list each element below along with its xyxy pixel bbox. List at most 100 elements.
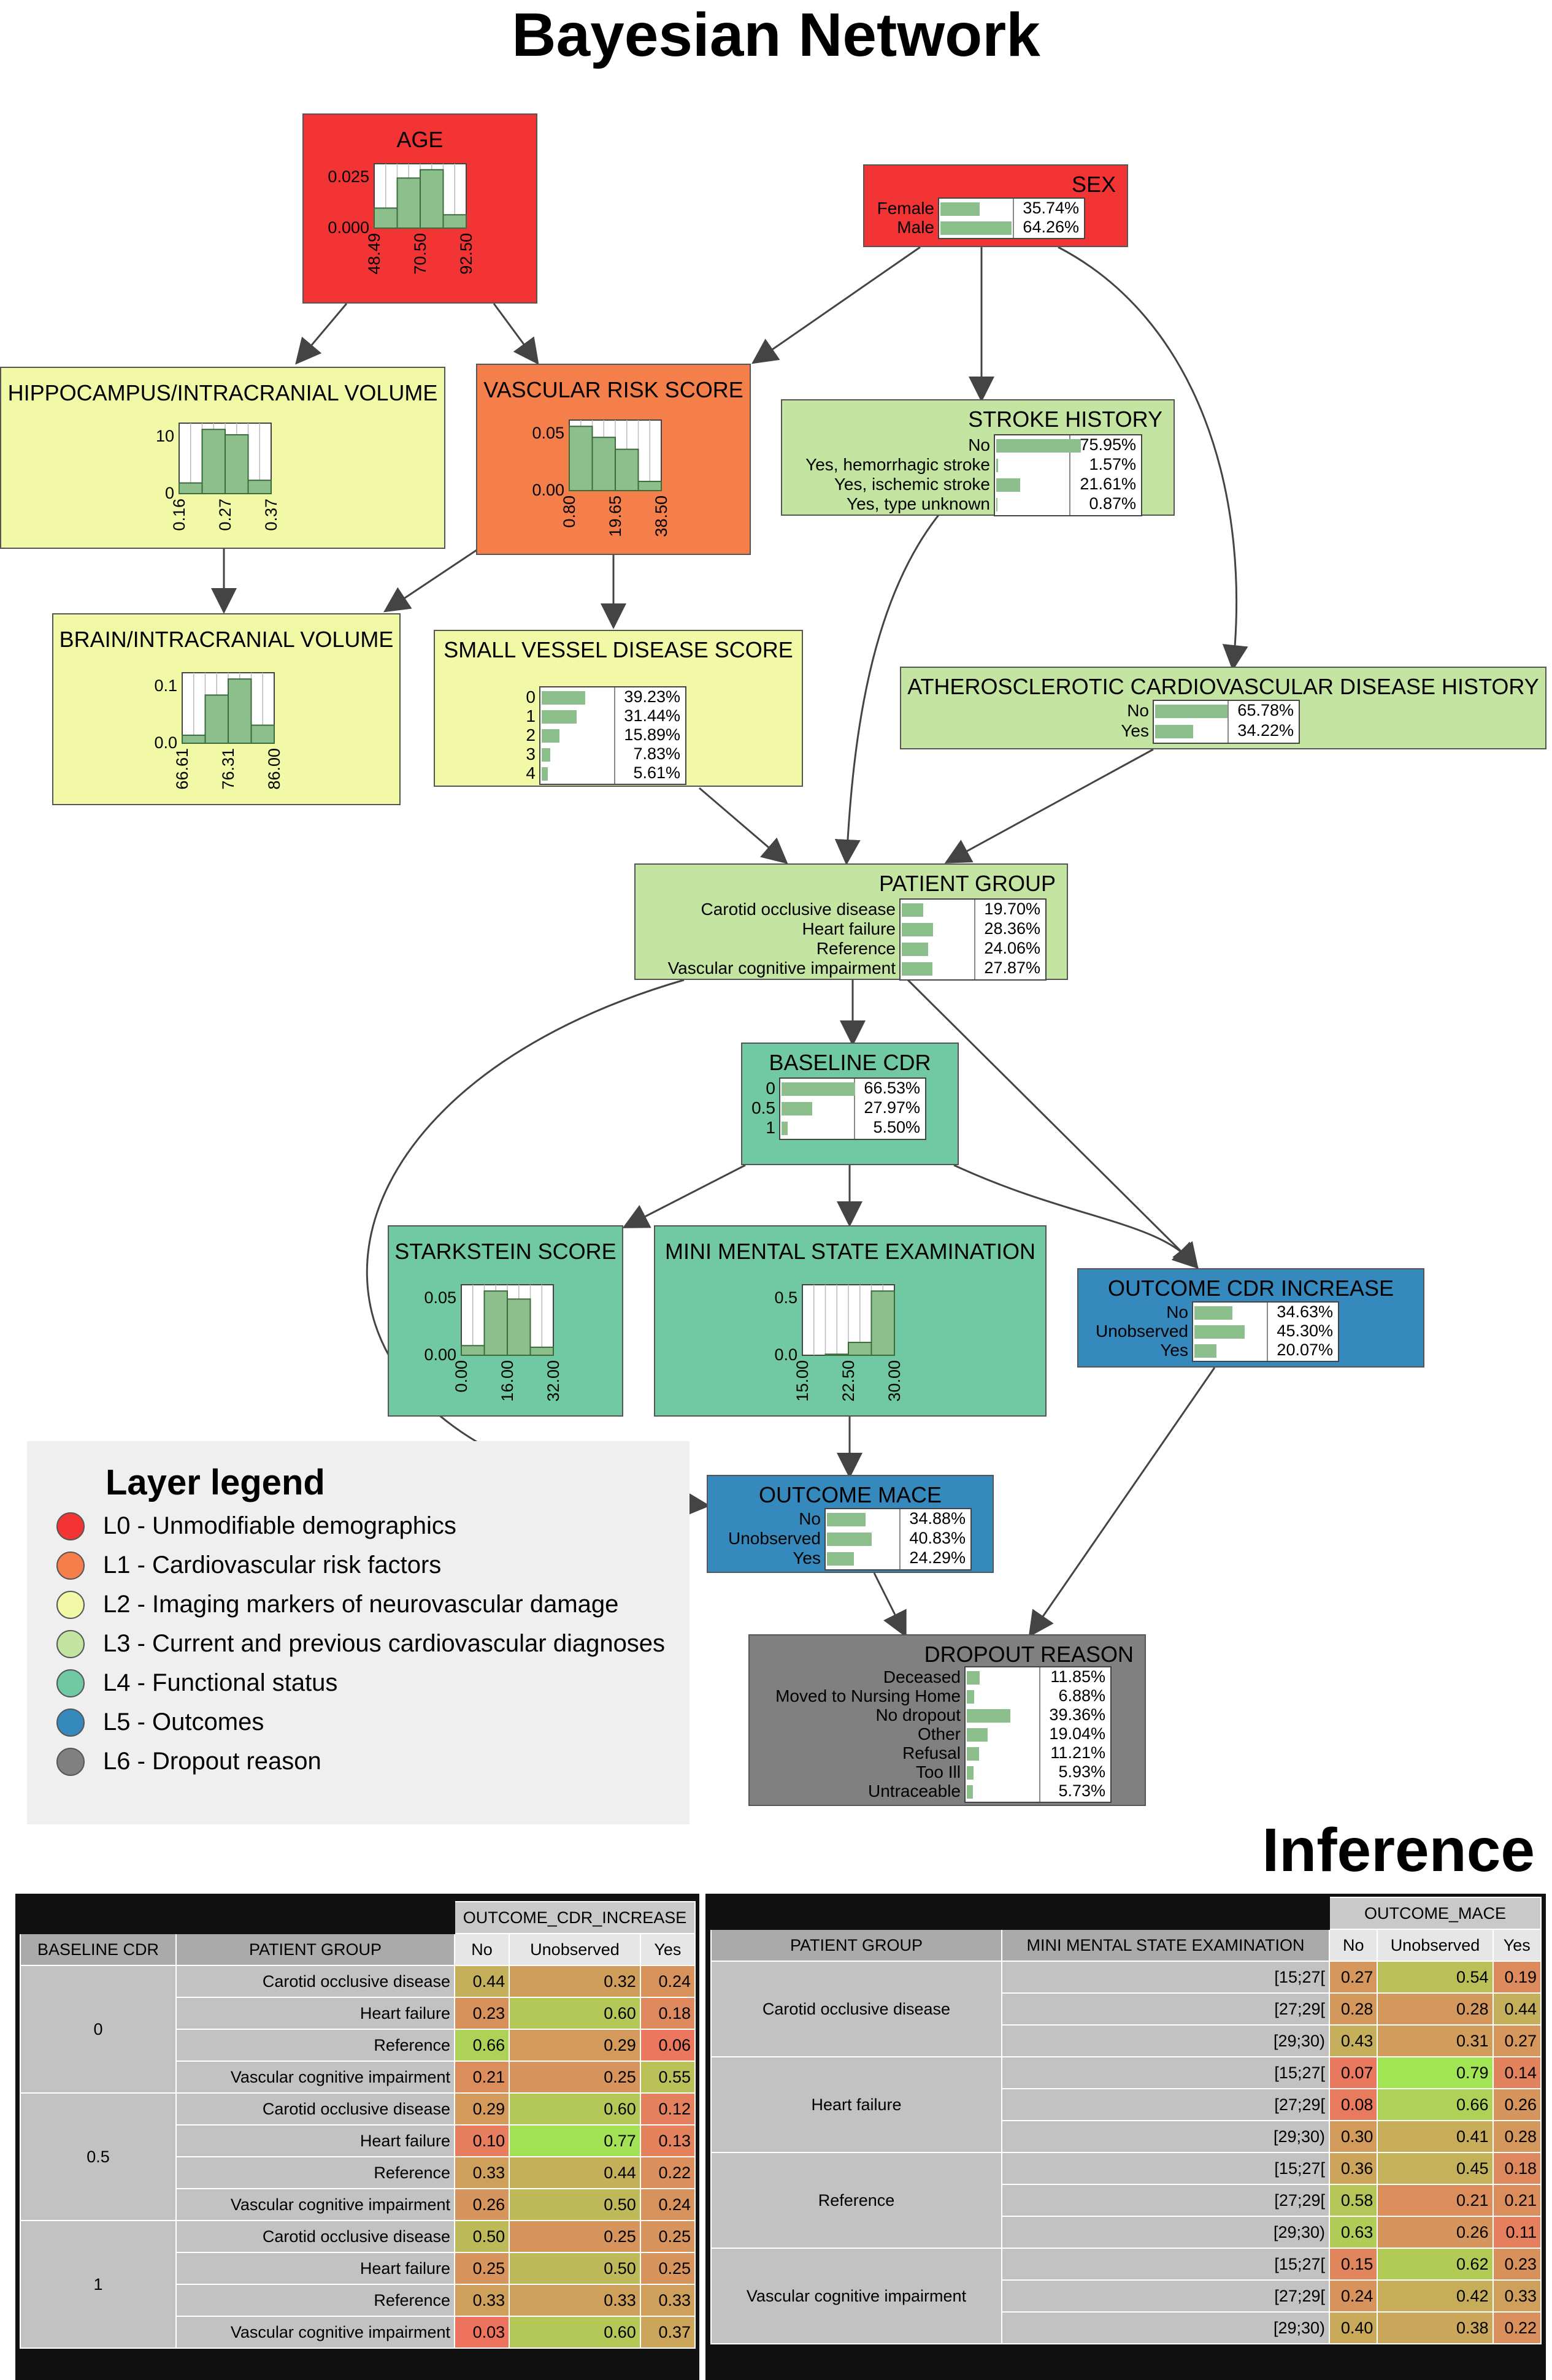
- state-bar: [940, 202, 980, 216]
- histogram-bar: [569, 426, 593, 491]
- probability-cell: 0.45: [1377, 2152, 1494, 2185]
- state-percent: 5.93%: [1058, 1762, 1105, 1781]
- state-percent: 5.61%: [633, 763, 680, 782]
- row-label-cell: Vascular cognitive impairment: [175, 2060, 455, 2094]
- node-title: HIPPOCAMPUS/INTRACRANIAL VOLUME: [7, 380, 438, 405]
- column-header: Unobserved: [509, 1933, 641, 1966]
- node-ascvd-history[interactable]: ATHEROSCLEROTIC CARDIOVASCULAR DISEASE H…: [900, 667, 1546, 749]
- state-bar: [996, 478, 1020, 492]
- x-tick-label: 38.50: [652, 496, 670, 537]
- state-label: No: [1166, 1303, 1188, 1322]
- main-title: Bayesian Network: [512, 1, 1040, 69]
- probability-cell: 0.54: [1377, 1961, 1494, 1994]
- state-label: 0: [766, 1079, 775, 1098]
- y-tick-label: 0.025: [328, 167, 369, 186]
- probability-cell: 0.25: [509, 2220, 641, 2253]
- legend-label: L4 - Functional status: [103, 1669, 338, 1696]
- probability-cell: 0.21: [1377, 2184, 1494, 2217]
- column-header: No: [453, 1933, 510, 1966]
- state-percent: 75.95%: [1080, 435, 1136, 454]
- probability-cell: 0.60: [509, 2316, 641, 2349]
- histogram-bar: [182, 734, 206, 744]
- state-bar: [1194, 1306, 1232, 1320]
- state-label: 2: [526, 725, 536, 744]
- distribution-box: 34.88%40.83%24.29%: [824, 1508, 972, 1571]
- state-bar: [542, 729, 559, 743]
- state-bar: [1194, 1344, 1216, 1358]
- probability-cell: 0.42: [1377, 2279, 1494, 2313]
- row-label-cell: [15;27[: [1001, 2248, 1330, 2281]
- histogram-bar: [615, 448, 639, 491]
- x-tick-label: 30.00: [885, 1360, 904, 1402]
- outcome-header: OUTCOME_CDR_INCREASE: [454, 1901, 696, 1934]
- legend-swatch: [56, 1591, 85, 1619]
- column-header: MINI MENTAL STATE EXAMINATION: [1001, 1929, 1330, 1962]
- state-percent: 24.06%: [984, 939, 1040, 957]
- x-tick-label: 15.00: [793, 1360, 812, 1402]
- probability-cell: 0.08: [1328, 2088, 1378, 2121]
- node-title: OUTCOME CDR INCREASE: [1107, 1276, 1394, 1301]
- state-bar: [902, 903, 923, 917]
- probability-cell: 0.43: [1328, 2024, 1378, 2057]
- probability-cell: 0.10: [453, 2124, 510, 2157]
- state-label: Unobserved: [728, 1529, 821, 1548]
- probability-cell: 0.32: [509, 1965, 641, 1998]
- distribution-divider: [1039, 1667, 1040, 1802]
- distribution-box: 19.70%28.36%24.06%27.87%: [899, 898, 1047, 981]
- state-label: Male: [897, 218, 934, 237]
- network-edges: [211, 246, 1248, 1638]
- y-tick-label: 0.0: [774, 1345, 797, 1364]
- node-title: SEX: [1071, 172, 1116, 197]
- histogram-bar: [179, 482, 203, 495]
- probability-cell: 0.25: [639, 2252, 696, 2285]
- node-title: VASCULAR RISK SCORE: [483, 377, 743, 402]
- histogram-bar: [483, 1290, 508, 1356]
- probability-cell: 0.27: [1328, 1961, 1378, 1994]
- x-tick-label: 66.61: [173, 748, 191, 790]
- distribution-divider: [1227, 701, 1229, 743]
- row-label-cell: [29;30): [1001, 2216, 1330, 2249]
- histogram-bar: [637, 481, 662, 491]
- state-percent: 11.85%: [1050, 1667, 1105, 1686]
- probability-cell: 0.30: [1328, 2120, 1378, 2153]
- probability-cell: 0.33: [639, 2284, 696, 2317]
- state-bar: [542, 710, 577, 724]
- state-label: Other: [917, 1724, 961, 1743]
- histogram-bar: [591, 437, 616, 491]
- probability-cell: 0.27: [1492, 2024, 1542, 2057]
- row-label-cell: Heart failure: [175, 1997, 455, 2030]
- state-percent: 24.29%: [909, 1548, 966, 1567]
- probability-cell: 0.33: [1492, 2279, 1542, 2313]
- y-tick-label: 0.000: [328, 218, 369, 237]
- state-bar: [967, 1747, 979, 1761]
- row-label-cell: Carotid occlusive disease: [175, 2092, 455, 2126]
- probability-cell: 0.21: [453, 2060, 510, 2094]
- row-label-cell: Carotid occlusive disease: [175, 1965, 455, 1998]
- legend-label: L0 - Unmodifiable demographics: [103, 1512, 456, 1539]
- state-percent: 19.70%: [984, 900, 1040, 918]
